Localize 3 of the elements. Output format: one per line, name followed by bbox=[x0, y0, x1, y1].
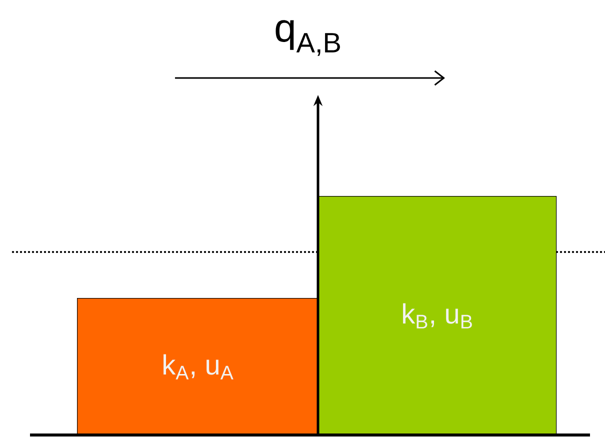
bar: k$_{A}$, u$_{A}$ bbox=[77, 298, 319, 436]
flux-label: q$_{A,B}$ bbox=[276, 20, 340, 56]
bar: k$_{B}$, u$_{B}$ bbox=[318, 196, 557, 436]
